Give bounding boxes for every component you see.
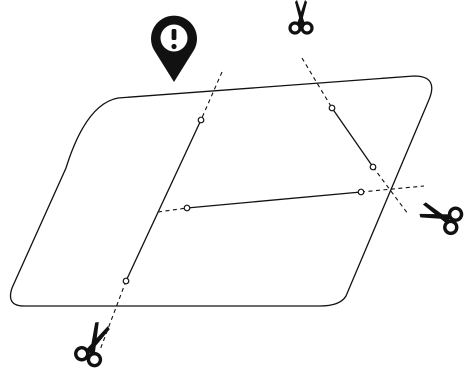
handle-left-top[interactable] (197, 116, 205, 124)
scissors-icon-bottom[interactable] (74, 319, 115, 368)
cut-line-left[interactable] (99, 71, 223, 351)
map-pin-exclamation-icon (151, 15, 197, 83)
handle-middle-left[interactable] (183, 204, 191, 212)
cut-line-middle[interactable] (157, 185, 425, 213)
handle-left-bottom[interactable] (122, 277, 130, 285)
scissors-icon-right[interactable] (417, 197, 464, 236)
scissors-icon-top[interactable] (288, 0, 314, 35)
parallelogram-shape (9, 75, 433, 307)
handle-right-bottom[interactable] (369, 163, 377, 171)
handle-middle-right[interactable] (357, 188, 365, 196)
handle-right-top[interactable] (328, 104, 336, 112)
cut-line-right[interactable] (301, 57, 409, 215)
